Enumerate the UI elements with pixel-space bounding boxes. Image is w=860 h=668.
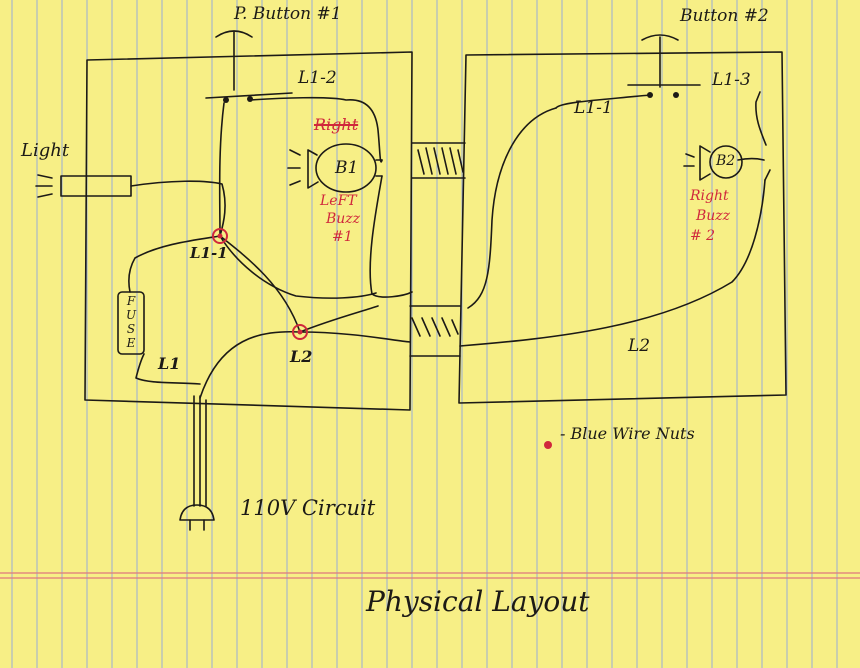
page-caption: Physical Layout (366, 585, 590, 618)
conduit-bottom (409, 305, 461, 357)
buzzer-2 (683, 145, 743, 181)
label-b2: B2 (716, 153, 736, 169)
label-fuse: FUSE (125, 294, 137, 350)
label-right-buzz-line-2: Buzz (696, 208, 731, 224)
label-button-2: Button #2 (680, 6, 769, 26)
label-l1-1-right-box: L1-1 (574, 98, 613, 118)
wire-nut-l1-1 (212, 228, 228, 244)
power-plug (179, 395, 215, 531)
wire-nut-l2 (292, 324, 308, 340)
label-l2-right-box: L2 (628, 336, 651, 356)
paper-margin-lines (0, 572, 860, 579)
push-button-1 (205, 30, 293, 103)
label-circuit: 110V Circuit (240, 496, 376, 520)
left-box-outline (84, 51, 413, 411)
label-button-1: P. Button #1 (234, 4, 342, 24)
label-b1: B1 (335, 158, 359, 178)
label-left-buzz-line-2: Buzz (326, 211, 361, 227)
label-l1-1-left-box: L1-1 (190, 244, 228, 262)
label-right-buzz-line-3: # 2 (690, 228, 716, 244)
legend-blue-wire-nuts: - Blue Wire Nuts (560, 424, 695, 443)
light-fixture (35, 174, 132, 198)
label-l2-left-box: L2 (290, 347, 313, 366)
label-l1-2: L1-2 (298, 68, 337, 88)
push-button-2 (627, 34, 701, 98)
buzzer-1 (287, 143, 383, 193)
label-left-buzz-line-3: #1 (332, 229, 353, 245)
label-left-buzz-line-1: LeFT (320, 193, 357, 209)
label-l1: L1 (158, 354, 181, 373)
right-box-outline (458, 51, 787, 404)
label-l1-3: L1-3 (712, 70, 751, 90)
conduit-top (411, 142, 466, 179)
label-right-buzz-line-1: Right (690, 188, 729, 204)
fuse-body (117, 291, 145, 355)
label-light: Light (21, 140, 70, 161)
legend-wire-nut-dot (544, 441, 552, 449)
label-crossed-out: Right (314, 115, 359, 134)
wires (128, 91, 771, 399)
